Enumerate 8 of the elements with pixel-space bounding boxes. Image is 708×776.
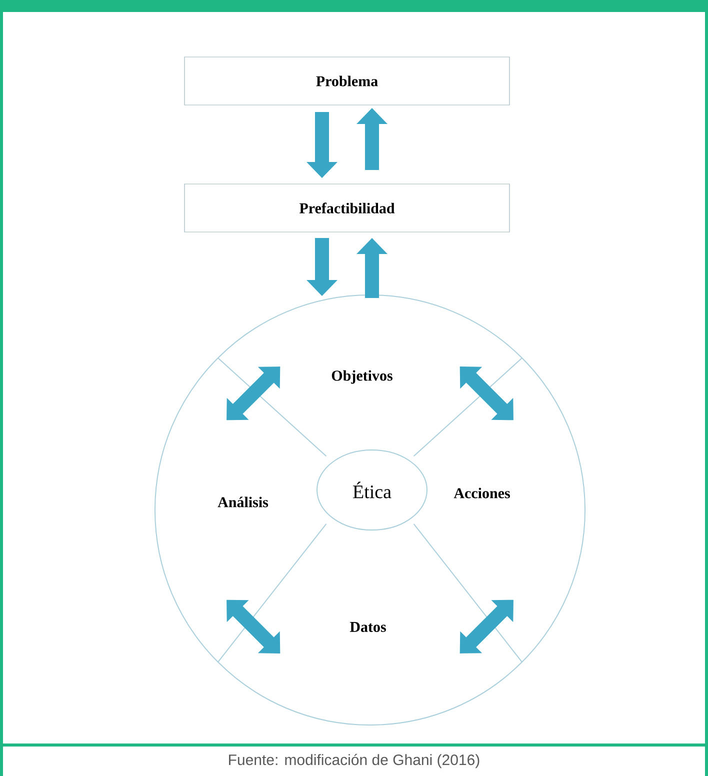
process-box: Problema (184, 56, 510, 106)
sector-label: Datos (350, 622, 386, 632)
sector-label: Acciones (454, 488, 510, 498)
sector-label: Objetivos (332, 370, 392, 384)
cycle-circle (154, 294, 586, 726)
caption: Fuente: modificación de Ghani (2016) (229, 754, 480, 768)
process-box: Prefactibilidad (184, 184, 510, 232)
sector-label: Análisis (218, 496, 268, 508)
